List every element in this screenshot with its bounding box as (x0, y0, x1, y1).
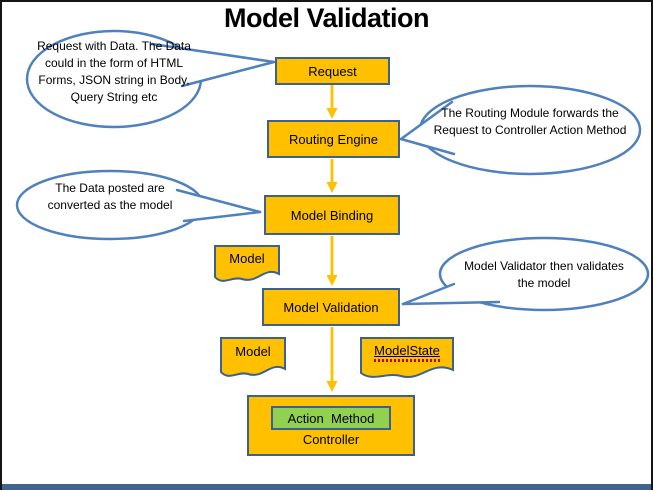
arrow-request-to-routing (326, 85, 338, 119)
footer-band (2, 484, 651, 490)
callout-routing-bubble (399, 84, 642, 176)
flow-box-action-method: Action Method (271, 406, 391, 430)
document-modelstate (360, 337, 454, 379)
flow-box-routing-engine-label: Routing Engine (289, 131, 378, 147)
flow-box-model-validation: Model Validation (262, 288, 400, 326)
spellcheck-squiggle (374, 359, 440, 362)
flow-box-model-binding-label: Model Binding (290, 207, 374, 223)
document-model-after-binding-label: Model (229, 251, 265, 266)
callout-binding-text: The Data posted are converted as the mod… (47, 181, 173, 213)
arrow-validation-to-controller (326, 327, 338, 392)
flow-box-routing-engine: Routing Engine (267, 120, 400, 158)
flow-box-model-binding: Model Binding (264, 195, 400, 235)
document-model-after-validation-label: Model (235, 344, 271, 359)
callout-validation-bubble (401, 236, 650, 312)
callout-binding-bubble (15, 169, 262, 241)
callout-routing-text: The Routing Module forwards the Request … (433, 106, 627, 138)
callout-validation-text: Model Validator then validates the model (464, 259, 624, 291)
callout-request-bubble (25, 29, 276, 129)
flow-box-controller-label: Controller (302, 432, 360, 447)
modelstate-text: ModelState (374, 343, 440, 358)
flow-box-action-method-label: Action Method (287, 410, 375, 426)
callout-routing-tail (401, 102, 454, 154)
callout-validation-ellipse (438, 236, 650, 312)
document-model-after-binding (214, 245, 280, 282)
callout-request-tail (152, 44, 274, 86)
callout-validation-tail (403, 284, 499, 304)
document-model-after-validation (220, 337, 286, 377)
document-modelstate-label: ModelState (360, 343, 454, 362)
flow-box-controller: Action Method Controller (247, 395, 415, 456)
arrow-binding-to-validation (326, 236, 338, 286)
callout-request-text: Request with Data. The Data could in the… (37, 39, 191, 105)
flow-box-model-validation-label: Model Validation (283, 299, 379, 315)
arrow-routing-to-binding (326, 159, 338, 193)
page-title: Model Validation (223, 3, 430, 33)
flow-box-request-label: Request (308, 63, 357, 79)
flow-box-request: Request (275, 57, 390, 85)
